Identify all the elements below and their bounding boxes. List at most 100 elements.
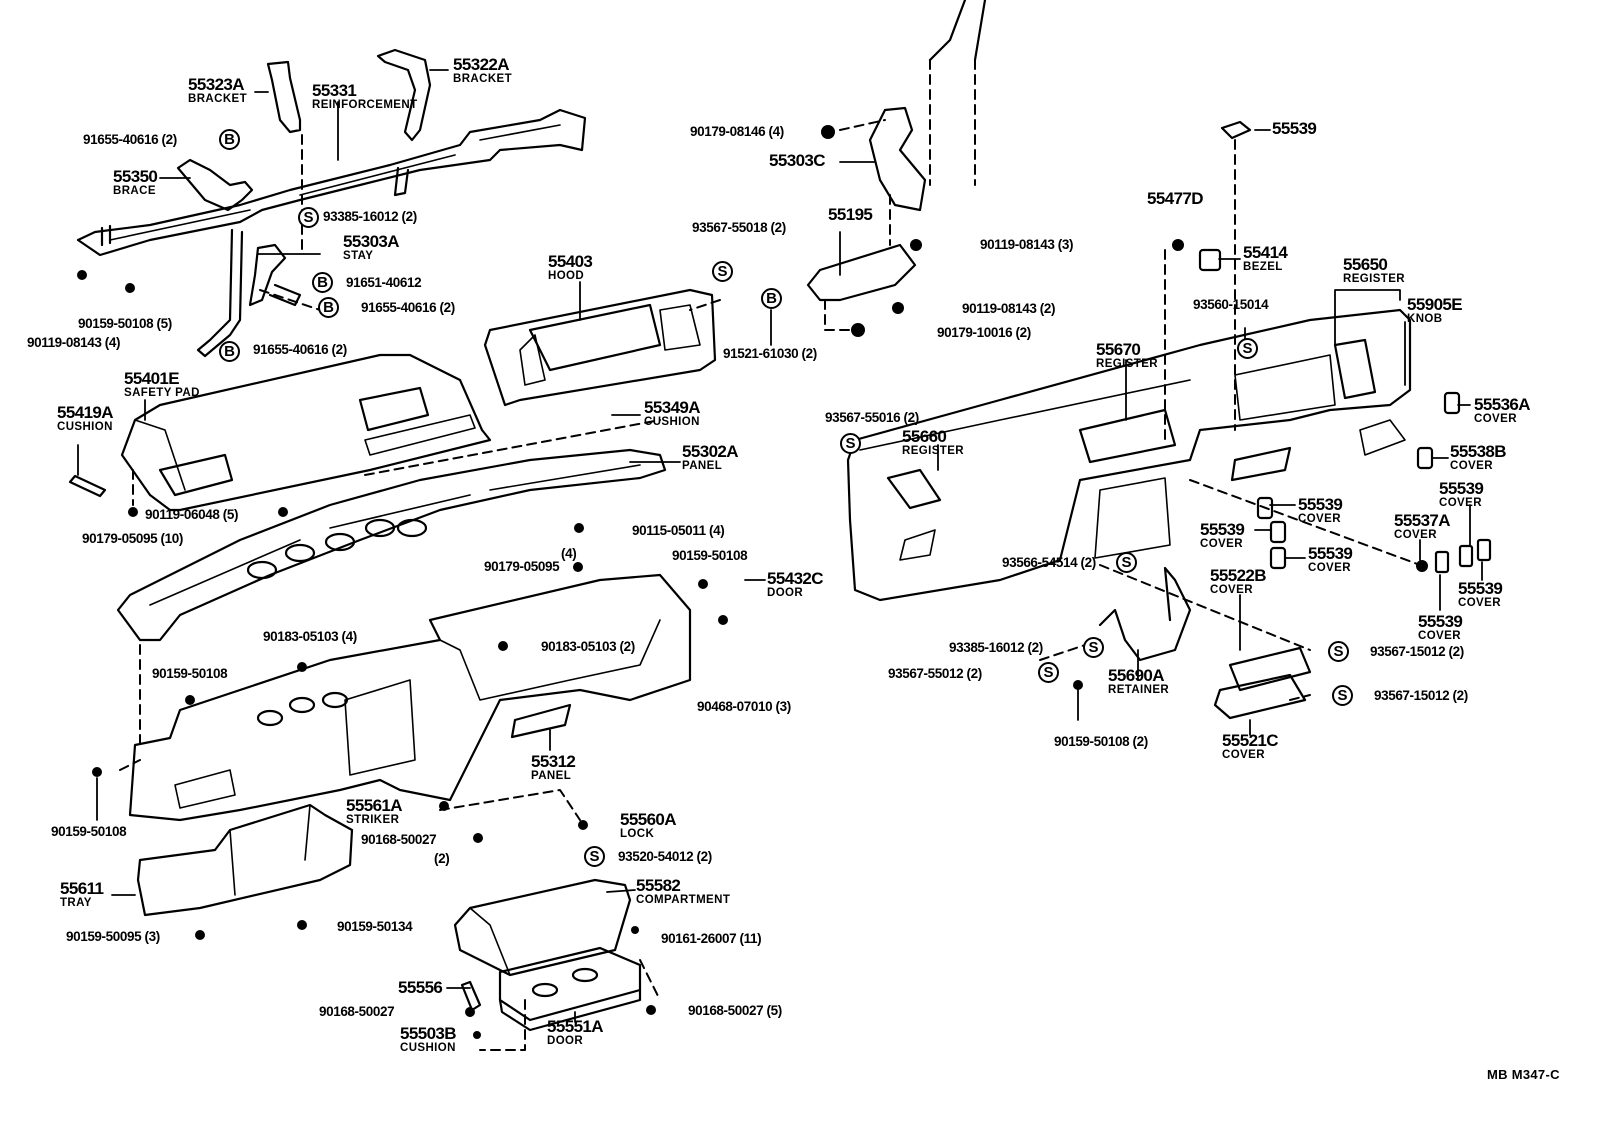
fastener-label: 90183-05103 (2) bbox=[541, 639, 635, 654]
screw-symbol-s: S bbox=[712, 261, 733, 282]
fastener-label: (4) bbox=[561, 546, 577, 561]
fastener-label: (2) bbox=[434, 851, 450, 866]
fastener-label: 90115-05011 (4) bbox=[632, 523, 725, 538]
part-label-55556: 55556 bbox=[398, 978, 443, 997]
fastener-label: 91521-61030 (2) bbox=[723, 346, 817, 361]
screw-symbol-s: S bbox=[584, 846, 605, 867]
fastener-label: 91655-40616 (2) bbox=[83, 132, 177, 147]
part-label-55539-top: 55539 bbox=[1272, 119, 1317, 138]
fastener-label: 91655-40616 (2) bbox=[253, 342, 347, 357]
covers-drawing bbox=[1172, 120, 1492, 574]
fastener-label: 90119-08143 (2) bbox=[962, 301, 1056, 316]
fastener-label: 90159-50095 (3) bbox=[66, 929, 160, 944]
fastener-label: 90119-06048 (5) bbox=[145, 507, 239, 522]
fastener-label: 90168-50027 bbox=[361, 832, 437, 847]
fastener-label: 93566-54514 (2) bbox=[1002, 555, 1096, 570]
reinforcement-beam-drawing bbox=[76, 48, 587, 358]
screw-symbol-s: S bbox=[1116, 552, 1137, 573]
fastener-label: 90179-08146 (4) bbox=[690, 124, 784, 139]
fastener-label: 91651-40612 bbox=[346, 275, 422, 290]
screw-symbol-s: S bbox=[298, 207, 319, 228]
fastener-label: 90159-50108 bbox=[672, 548, 748, 563]
screw-symbol-s: S bbox=[1328, 641, 1349, 662]
fastener-label: 90183-05103 (4) bbox=[263, 629, 357, 644]
screw-symbol-s: S bbox=[1038, 662, 1059, 683]
fastener-label: 90119-08143 (3) bbox=[980, 237, 1074, 252]
lower-right-covers-drawing bbox=[1098, 566, 1312, 720]
fastener-label: 90159-50108 bbox=[51, 824, 127, 839]
assembly-guide-lines bbox=[119, 119, 1421, 1051]
fastener-label: 93560-15014 bbox=[1193, 297, 1269, 312]
fastener-glyphs bbox=[77, 125, 1083, 1039]
fastener-label: 93567-15012 (2) bbox=[1370, 644, 1464, 659]
screw-symbol-s: S bbox=[1332, 685, 1353, 706]
fastener-label: 90159-50108 (5) bbox=[78, 316, 172, 331]
part-label-55195: 55195 bbox=[828, 205, 873, 224]
hood-drawing bbox=[483, 288, 717, 407]
safety-pad-drawing bbox=[68, 353, 492, 512]
fastener-label: 93520-54012 (2) bbox=[618, 849, 712, 864]
label-leader-lines bbox=[77, 69, 1483, 1023]
screw-symbol-s: S bbox=[1237, 338, 1258, 359]
drawing-code: MB M347-C bbox=[1487, 1067, 1560, 1082]
fastener-label: 91655-40616 (2) bbox=[361, 300, 455, 315]
fastener-label: 93385-16012 (2) bbox=[949, 640, 1043, 655]
part-label-55477d: 55477D bbox=[1147, 189, 1204, 208]
fastener-label: 90159-50108 (2) bbox=[1054, 734, 1148, 749]
screw-symbol-s: S bbox=[840, 433, 861, 454]
upper-panel-drawing bbox=[116, 448, 667, 642]
fastener-label: 90159-50134 bbox=[337, 919, 413, 934]
bolt-symbol-b: B bbox=[318, 297, 339, 318]
bolt-symbol-b: B bbox=[761, 288, 782, 309]
fastener-label: 90168-50027 bbox=[319, 1004, 395, 1019]
fastener-label: 90468-07010 (3) bbox=[697, 699, 791, 714]
fastener-label: 93567-55018 (2) bbox=[692, 220, 786, 235]
fastener-label: 90179-05095 (10) bbox=[82, 531, 183, 546]
bolt-symbol-b: B bbox=[219, 341, 240, 362]
fastener-label: 93567-55016 (2) bbox=[825, 410, 919, 425]
fastener-label: 90179-10016 (2) bbox=[937, 325, 1031, 340]
lower-panel-drawing bbox=[128, 573, 692, 822]
fastener-label: 93385-16012 (2) bbox=[323, 209, 417, 224]
compartment-drawing bbox=[453, 878, 642, 1032]
bolt-symbol-b: B bbox=[312, 272, 333, 293]
fastener-label: 90159-50108 bbox=[152, 666, 228, 681]
fastener-label: 90161-26007 (11) bbox=[661, 931, 762, 946]
part-label-55303c: 55303C bbox=[769, 151, 826, 170]
fastener-label: 90179-05095 bbox=[484, 559, 560, 574]
